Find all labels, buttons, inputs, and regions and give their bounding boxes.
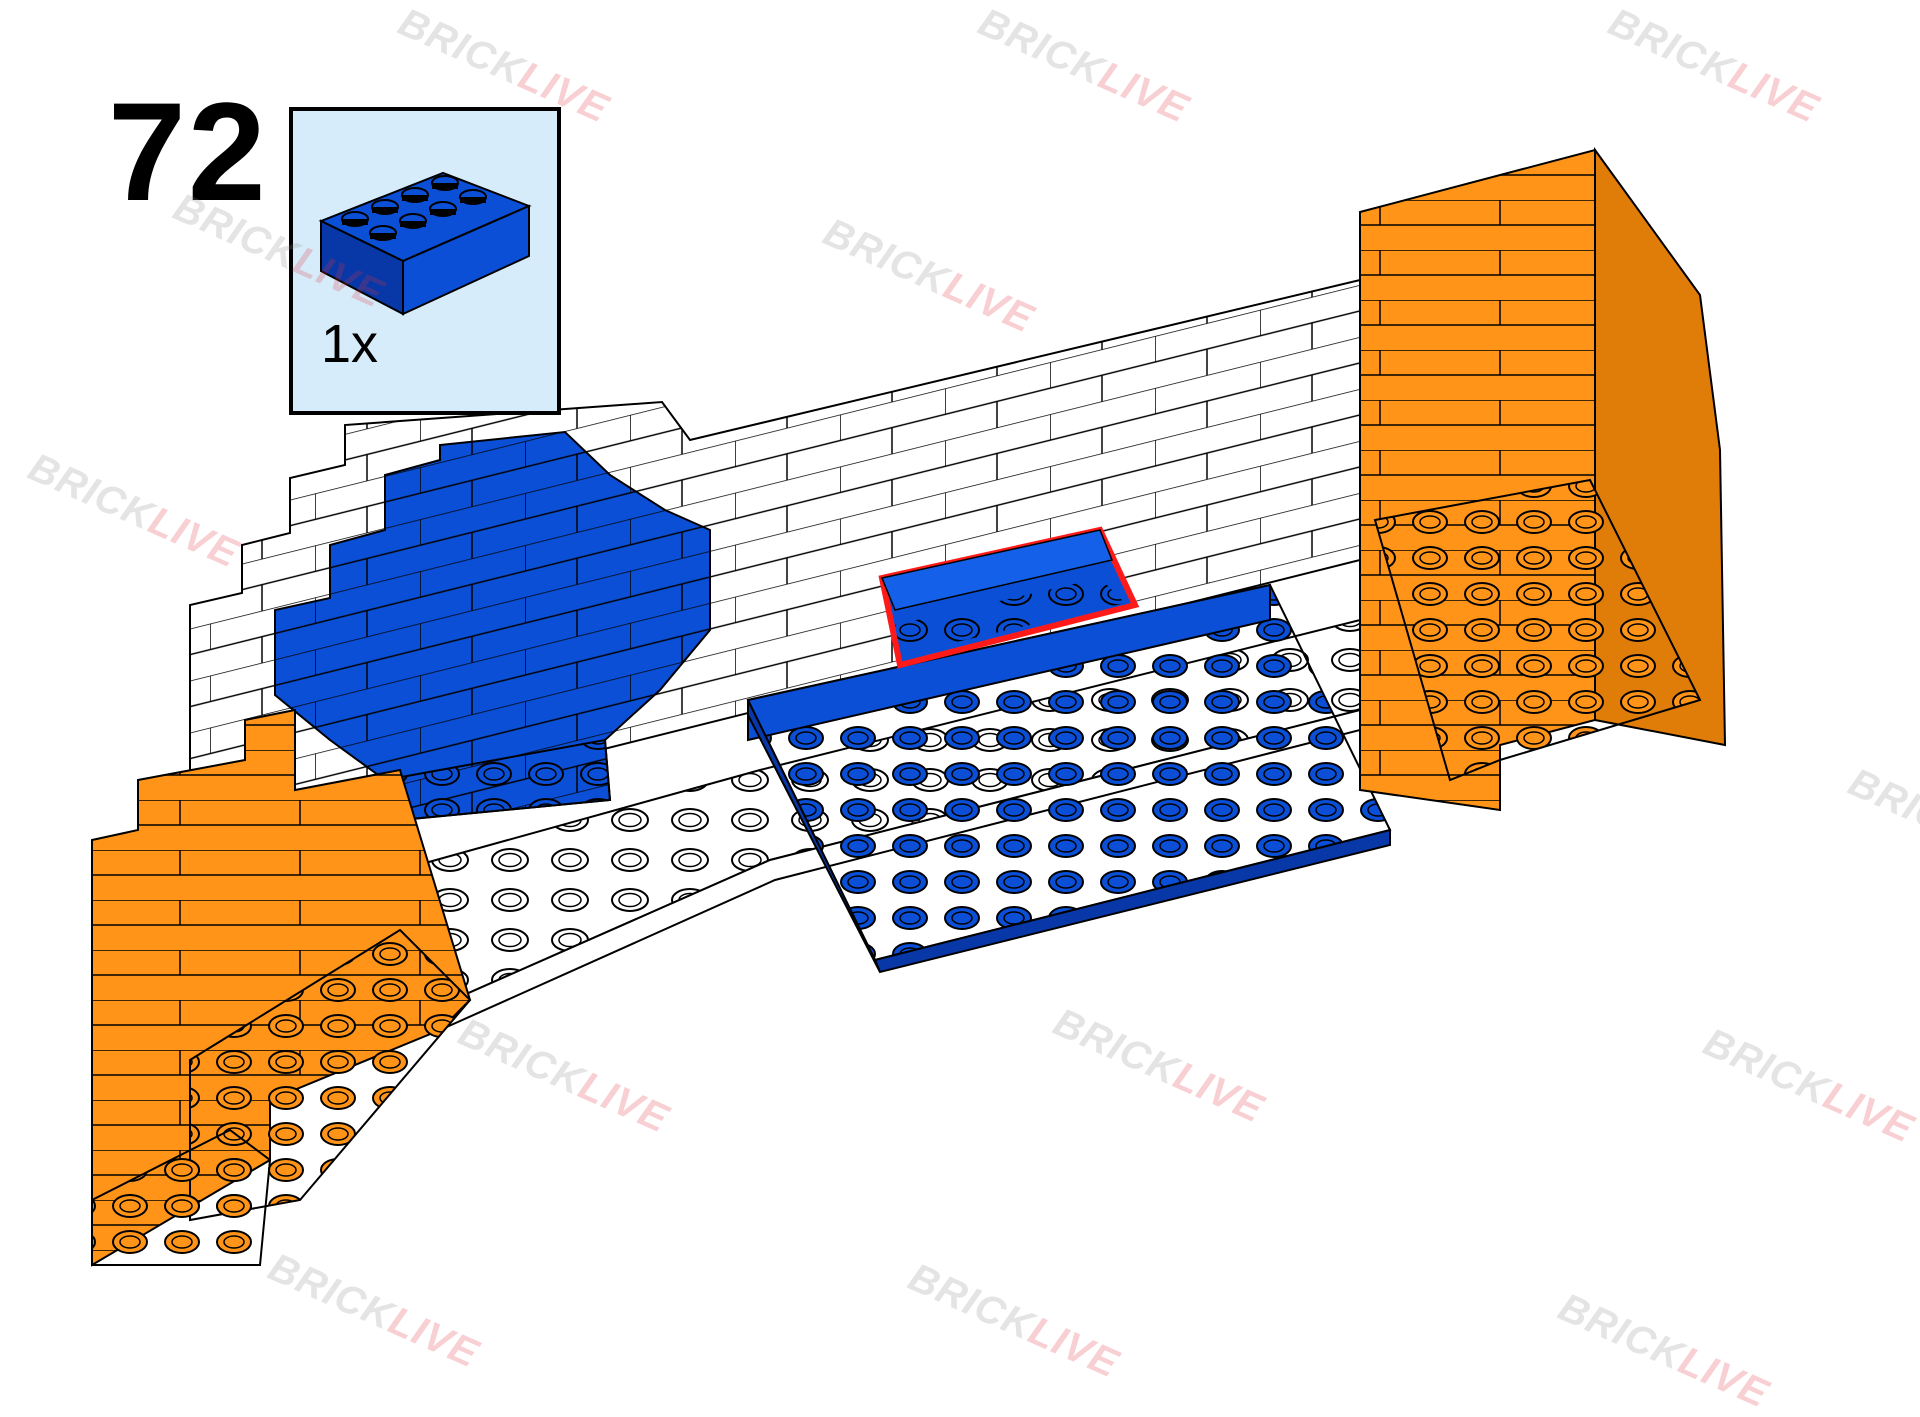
parts-callout: 1x bbox=[289, 107, 561, 415]
blue-2x4-brick-icon bbox=[318, 171, 532, 316]
blue-plate-upper bbox=[747, 583, 1271, 742]
new-brick-top-face bbox=[880, 529, 1114, 611]
orange-tower-studs bbox=[1373, 478, 1702, 782]
orange-stairs-bottom-studs bbox=[91, 1128, 272, 1266]
part-quantity: 1x bbox=[321, 314, 379, 374]
blue-plate-side bbox=[747, 699, 881, 973]
step-number: 72 bbox=[108, 73, 268, 230]
assembly-illustration bbox=[91, 146, 1727, 1267]
new-brick-studs bbox=[895, 578, 1125, 655]
